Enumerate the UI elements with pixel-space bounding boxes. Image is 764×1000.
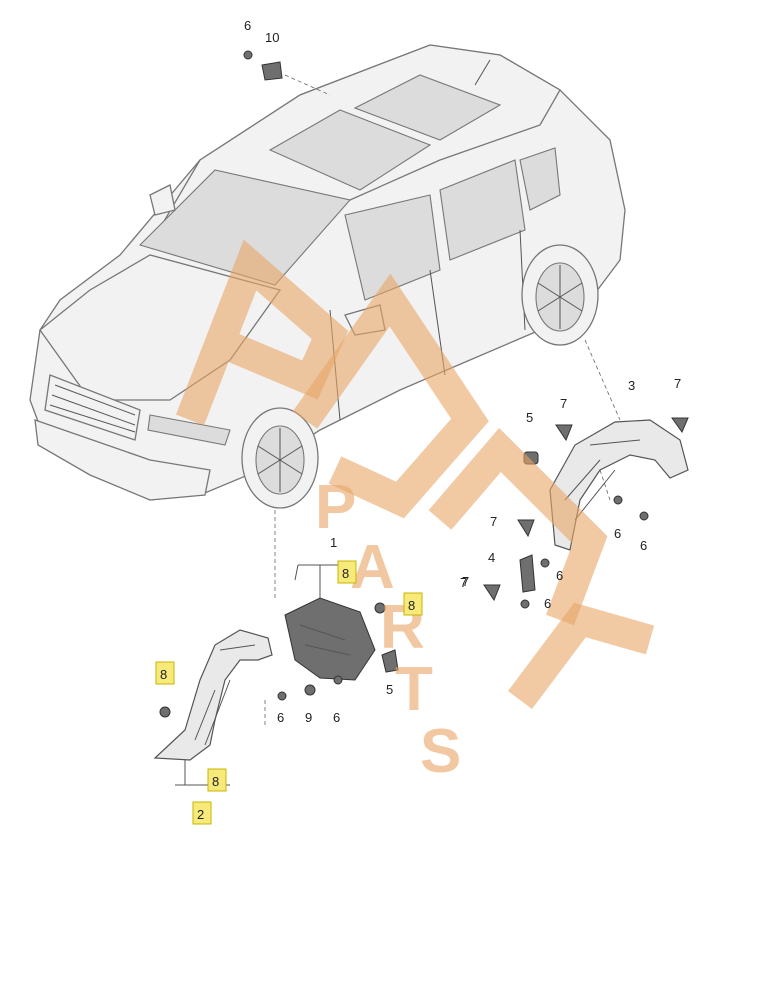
callout-label: 7	[462, 574, 469, 589]
callout-label: 6	[556, 568, 563, 583]
callout-label: 7	[674, 376, 681, 391]
callout-label: 6	[277, 710, 284, 725]
clip-part	[671, 417, 689, 434]
callout-label: 5	[526, 410, 533, 425]
callout-label: 6	[614, 526, 621, 541]
rear-wheelhouse-liner	[549, 419, 689, 551]
callout-label: 1	[330, 535, 337, 550]
callout-label: 6	[640, 538, 647, 553]
sensor-part	[261, 61, 283, 81]
clip-part	[555, 424, 573, 442]
screw-part	[520, 599, 530, 609]
nut-part	[159, 706, 171, 718]
callout-label: 6	[544, 596, 551, 611]
callout-label: 8	[212, 774, 219, 789]
watermark-letter-a: A	[350, 533, 395, 602]
callout-label: 9	[305, 710, 312, 725]
callout-label: 6	[333, 710, 340, 725]
callout-label: 10	[265, 30, 279, 45]
callout-label: 8	[342, 566, 349, 581]
screw-part	[243, 50, 253, 60]
screw-part	[333, 675, 343, 685]
callout-label: 6	[244, 18, 251, 33]
front-liner-part	[284, 597, 376, 681]
screw-part	[277, 691, 287, 701]
callout-label: 8	[408, 598, 415, 613]
callout-label: 7	[490, 514, 497, 529]
callout-label: 8	[160, 667, 167, 682]
watermark-letter-s: S	[420, 717, 461, 786]
clip-part	[381, 649, 399, 673]
callout-label: 2	[197, 807, 204, 822]
parts	[153, 50, 689, 761]
callout-label: 4	[488, 550, 495, 565]
screw-part	[639, 511, 649, 521]
watermark: P A R T S	[176, 239, 655, 786]
callout-label: 3	[628, 378, 635, 393]
screw-part	[540, 558, 550, 568]
callout-label: 7	[460, 575, 467, 590]
clip-part	[517, 519, 535, 538]
nut-part	[304, 684, 316, 696]
clip-part	[483, 584, 501, 602]
bracket-part	[519, 554, 536, 593]
car-illustration	[29, 44, 626, 509]
watermark-letter-p: P	[315, 473, 356, 542]
callout-label: 5	[386, 682, 393, 697]
watermark-letter-t: T	[395, 655, 433, 724]
screw-part	[613, 495, 623, 505]
callout-label: 7	[560, 396, 567, 411]
callout-labels: 6 10 3 7 7 5 7 6 6 7 4 6 7 6 1 8 8 8 6 9…	[155, 18, 681, 825]
nut-part	[374, 602, 386, 614]
